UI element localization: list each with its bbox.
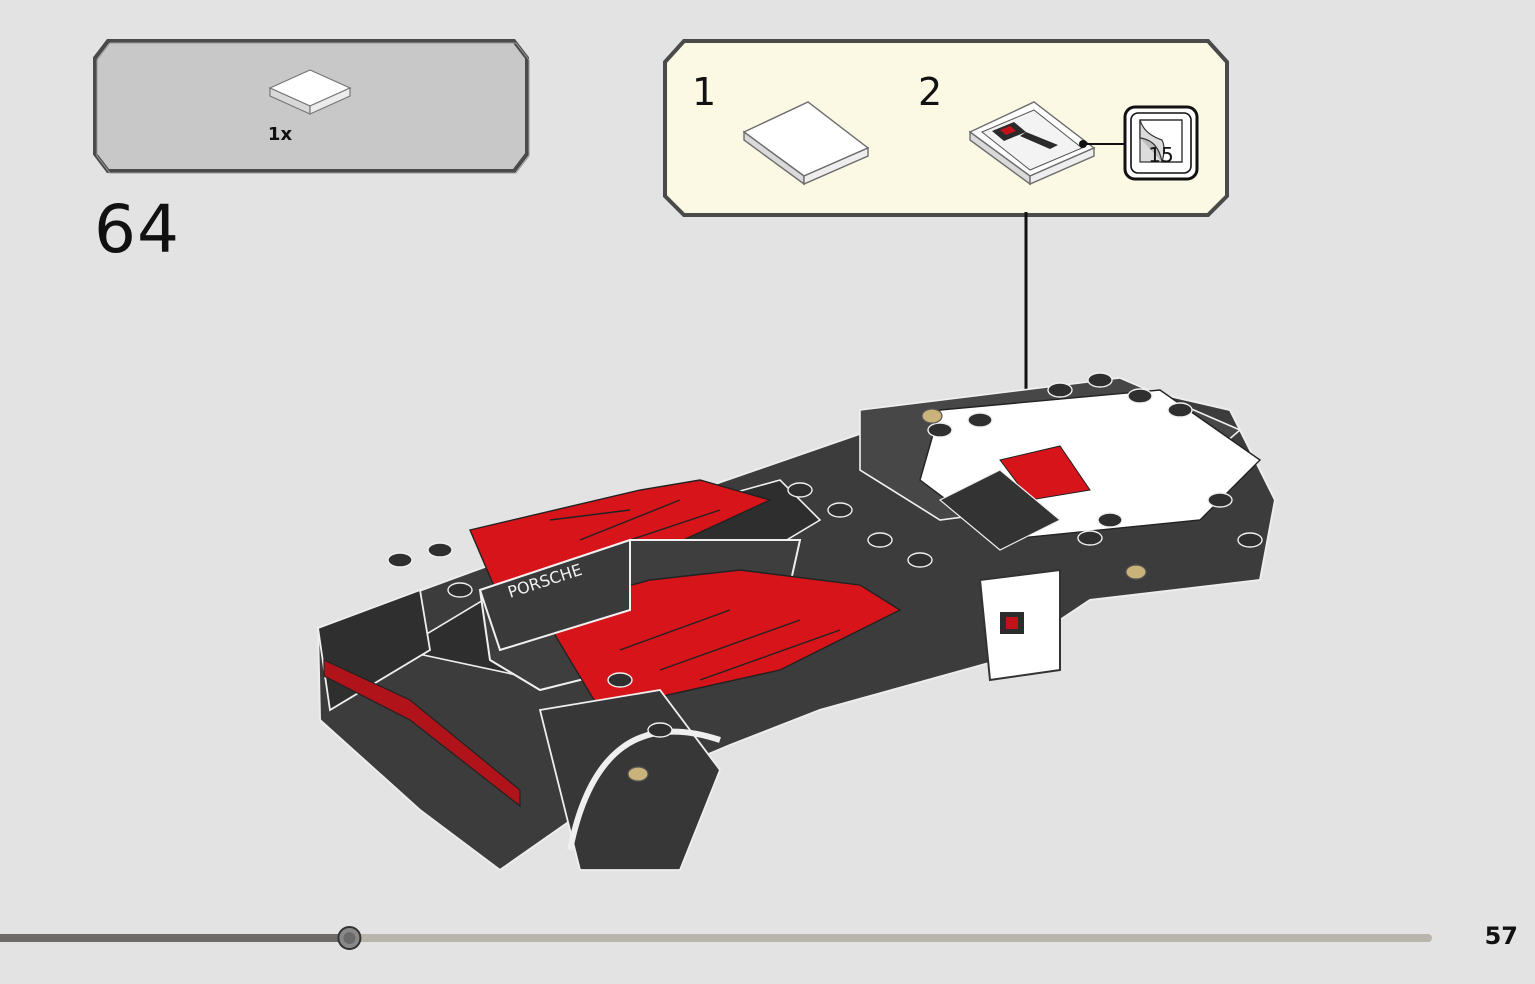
page-number: 57 [1484, 922, 1518, 950]
substep-number-1: 1 [692, 70, 717, 114]
white-tile-2x2-icon [268, 69, 352, 115]
white-tile-2x2-icon [742, 101, 870, 186]
sticker-number: 15 [1148, 143, 1174, 167]
progress-marker-inner [343, 932, 356, 944]
substep-number-2: 2 [918, 70, 943, 114]
sticker-sheet-icon [1123, 105, 1199, 181]
part-quantity: 1x [267, 124, 293, 145]
step-number: 64 [94, 191, 180, 268]
car-model-assembly-icon: PORSCHE [316, 372, 1277, 872]
progress-bar [0, 926, 1432, 950]
stickered-tile-2x2-icon [968, 101, 1096, 186]
progress-fill [0, 934, 350, 942]
sticker-pointer-line [1079, 140, 1128, 148]
